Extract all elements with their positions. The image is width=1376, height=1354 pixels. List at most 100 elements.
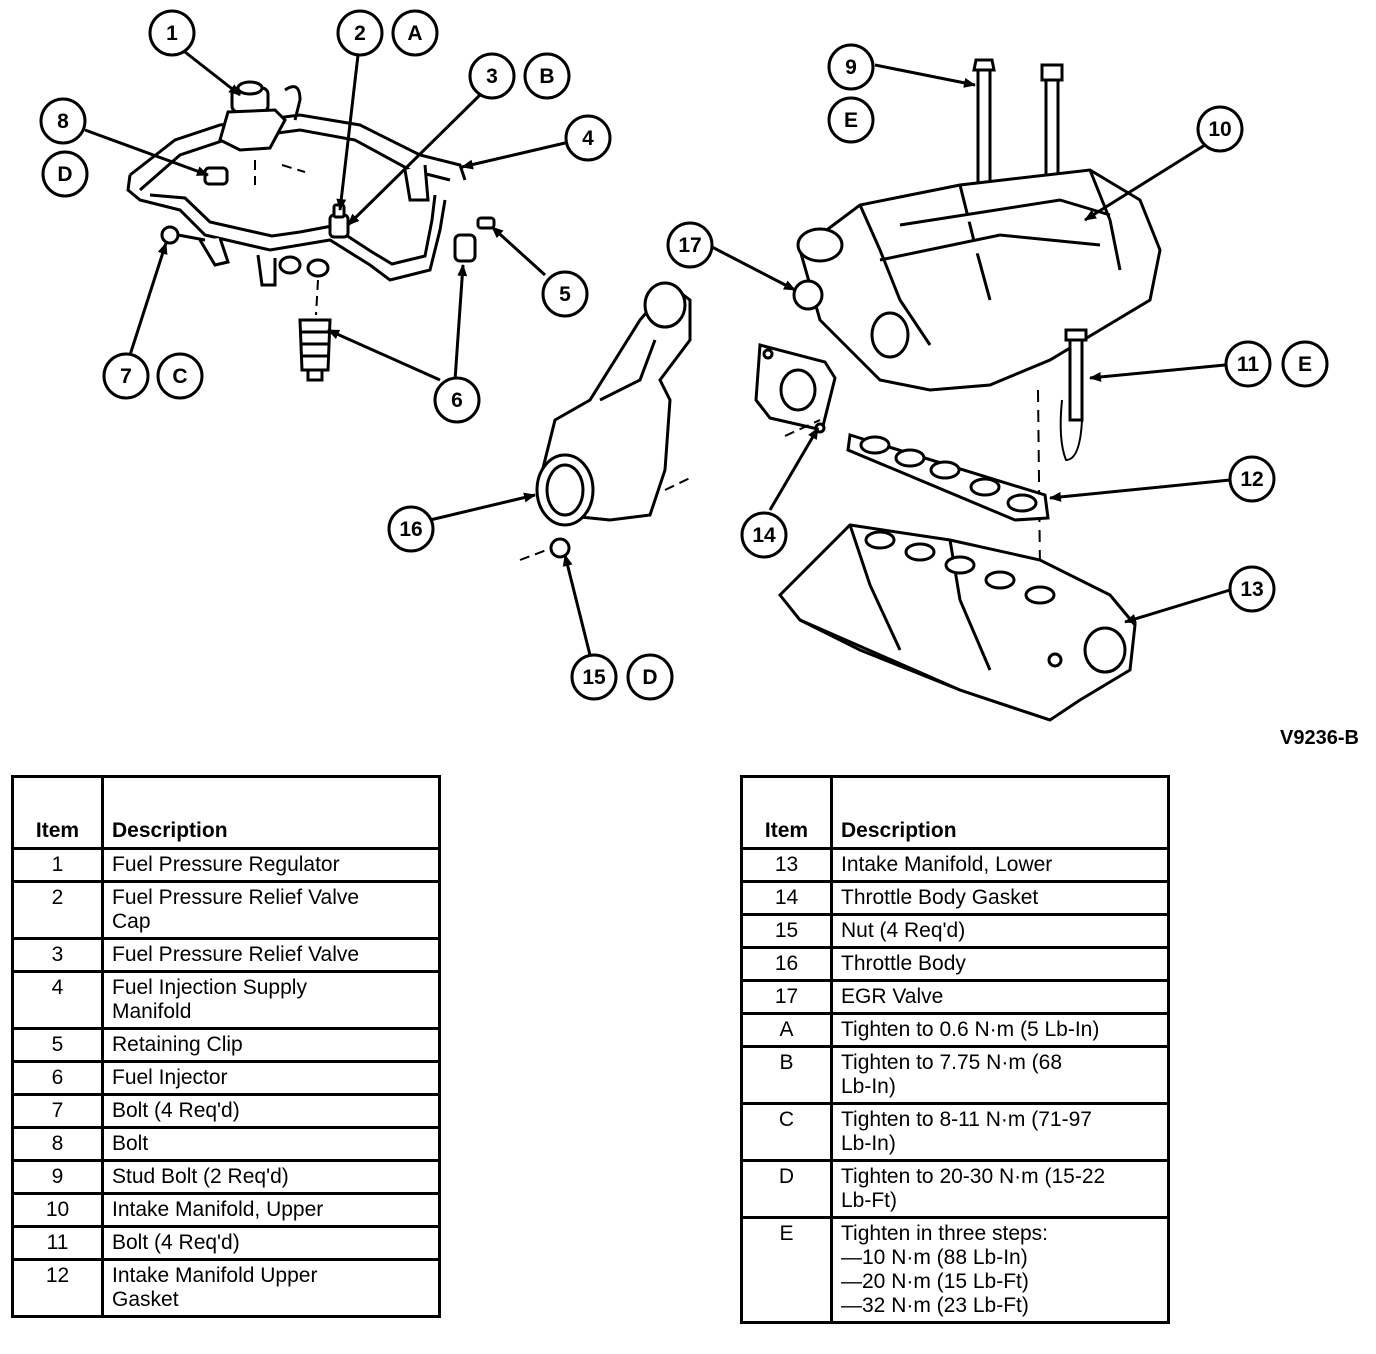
callout-circle: [336, 9, 384, 57]
description-cell: Bolt (4 Req'd): [101, 1225, 441, 1261]
description-cell: Tighten to 20-30 N·m (15-22 Lb-Ft): [830, 1159, 1170, 1219]
throttle-body-drawing: [519, 281, 692, 561]
callout-label: 5: [559, 283, 571, 306]
callout-circle: [387, 505, 435, 553]
callout-label: 9: [845, 56, 857, 79]
callout-label: 14: [752, 524, 776, 547]
callout-c6: 6: [433, 376, 481, 424]
item-cell: 17: [740, 979, 833, 1015]
callout-c17: 17: [666, 221, 714, 269]
callout-c10: 10: [1196, 105, 1244, 153]
item-cell: B: [740, 1045, 833, 1105]
description-cell: Retaining Clip: [101, 1027, 441, 1063]
callout-circle: [523, 52, 571, 100]
item-cell: 15: [740, 913, 833, 949]
callout-circle: [827, 96, 875, 144]
callout-circle: [1281, 340, 1329, 388]
callout-circle: [1228, 455, 1276, 503]
description-cell: Tighten in three steps: —10 N·m (88 Lb-I…: [830, 1216, 1170, 1324]
callout-c7: 7: [102, 352, 150, 400]
callout-ca: A: [391, 9, 439, 57]
description-cell: Fuel Pressure Relief Valve: [101, 937, 441, 973]
callout-c15: 15: [570, 653, 618, 701]
item-cell: 6: [11, 1060, 104, 1096]
callout-circle: [740, 511, 788, 559]
description-cell: Fuel Injector: [101, 1060, 441, 1096]
description-cell: Tighten to 0.6 N·m (5 Lb-In): [830, 1012, 1170, 1048]
lower-intake-manifold-drawing: [777, 523, 1137, 722]
item-column-header: Item: [11, 775, 104, 850]
callout-circle: [666, 221, 714, 269]
callout-label: 2: [354, 22, 366, 45]
callout-cc: C: [156, 352, 204, 400]
callout-circle: [39, 97, 87, 145]
item-cell: 10: [11, 1192, 104, 1228]
callout-circle: [148, 9, 196, 57]
callout-label: A: [407, 22, 422, 45]
callout-c4: 4: [564, 114, 612, 162]
callout-circle: [41, 150, 89, 198]
item-cell: E: [740, 1216, 833, 1324]
item-cell: 9: [11, 1159, 104, 1195]
upper-intake-manifold-drawing: [754, 58, 1162, 571]
description-cell: Tighten to 7.75 N·m (68 Lb-In): [830, 1045, 1170, 1105]
callout-cd2: D: [626, 653, 674, 701]
callout-circle: [564, 114, 612, 162]
item-cell: A: [740, 1012, 833, 1048]
item-cell: 4: [11, 970, 104, 1030]
description-cell: Intake Manifold, Upper: [101, 1192, 441, 1228]
description-cell: Intake Manifold Upper Gasket: [101, 1258, 441, 1318]
item-cell: 8: [11, 1126, 104, 1162]
item-column-header: Item: [740, 775, 833, 850]
callout-label: 13: [1240, 578, 1263, 601]
callout-circle: [1228, 565, 1276, 613]
description-cell: Bolt: [101, 1126, 441, 1162]
callout-label: E: [844, 109, 858, 132]
item-cell: 1: [11, 847, 104, 883]
description-cell: Intake Manifold, Lower: [830, 847, 1170, 883]
description-cell: Throttle Body: [830, 946, 1170, 982]
callout-circle: [541, 270, 589, 318]
item-cell: 12: [11, 1258, 104, 1318]
callout-cb: B: [523, 52, 571, 100]
callout-label: 4: [582, 127, 594, 150]
callout-label: 15: [582, 666, 606, 689]
callout-label: 16: [399, 518, 422, 541]
callout-c5: 5: [541, 270, 589, 318]
description-cell: Bolt (4 Req'd): [101, 1093, 441, 1129]
drawing-code: V9236-B: [1280, 727, 1359, 749]
callout-c2: 2: [336, 9, 384, 57]
callout-c12: 12: [1228, 455, 1276, 503]
callout-c3: 3: [468, 52, 516, 100]
callout-c8: 8: [39, 97, 87, 145]
callout-circle: [827, 43, 875, 91]
item-cell: 11: [11, 1225, 104, 1261]
callout-circle: [102, 352, 150, 400]
callout-label: C: [172, 365, 187, 388]
callout-c13: 13: [1228, 565, 1276, 613]
callout-label: D: [57, 163, 72, 186]
description-cell: Throttle Body Gasket: [830, 880, 1170, 916]
item-cell: 5: [11, 1027, 104, 1063]
description-column-header: Description: [830, 775, 1170, 850]
callout-c1: 1: [148, 9, 196, 57]
upper-gasket-drawing: [846, 433, 1050, 522]
description-cell: EGR Valve: [830, 979, 1170, 1015]
